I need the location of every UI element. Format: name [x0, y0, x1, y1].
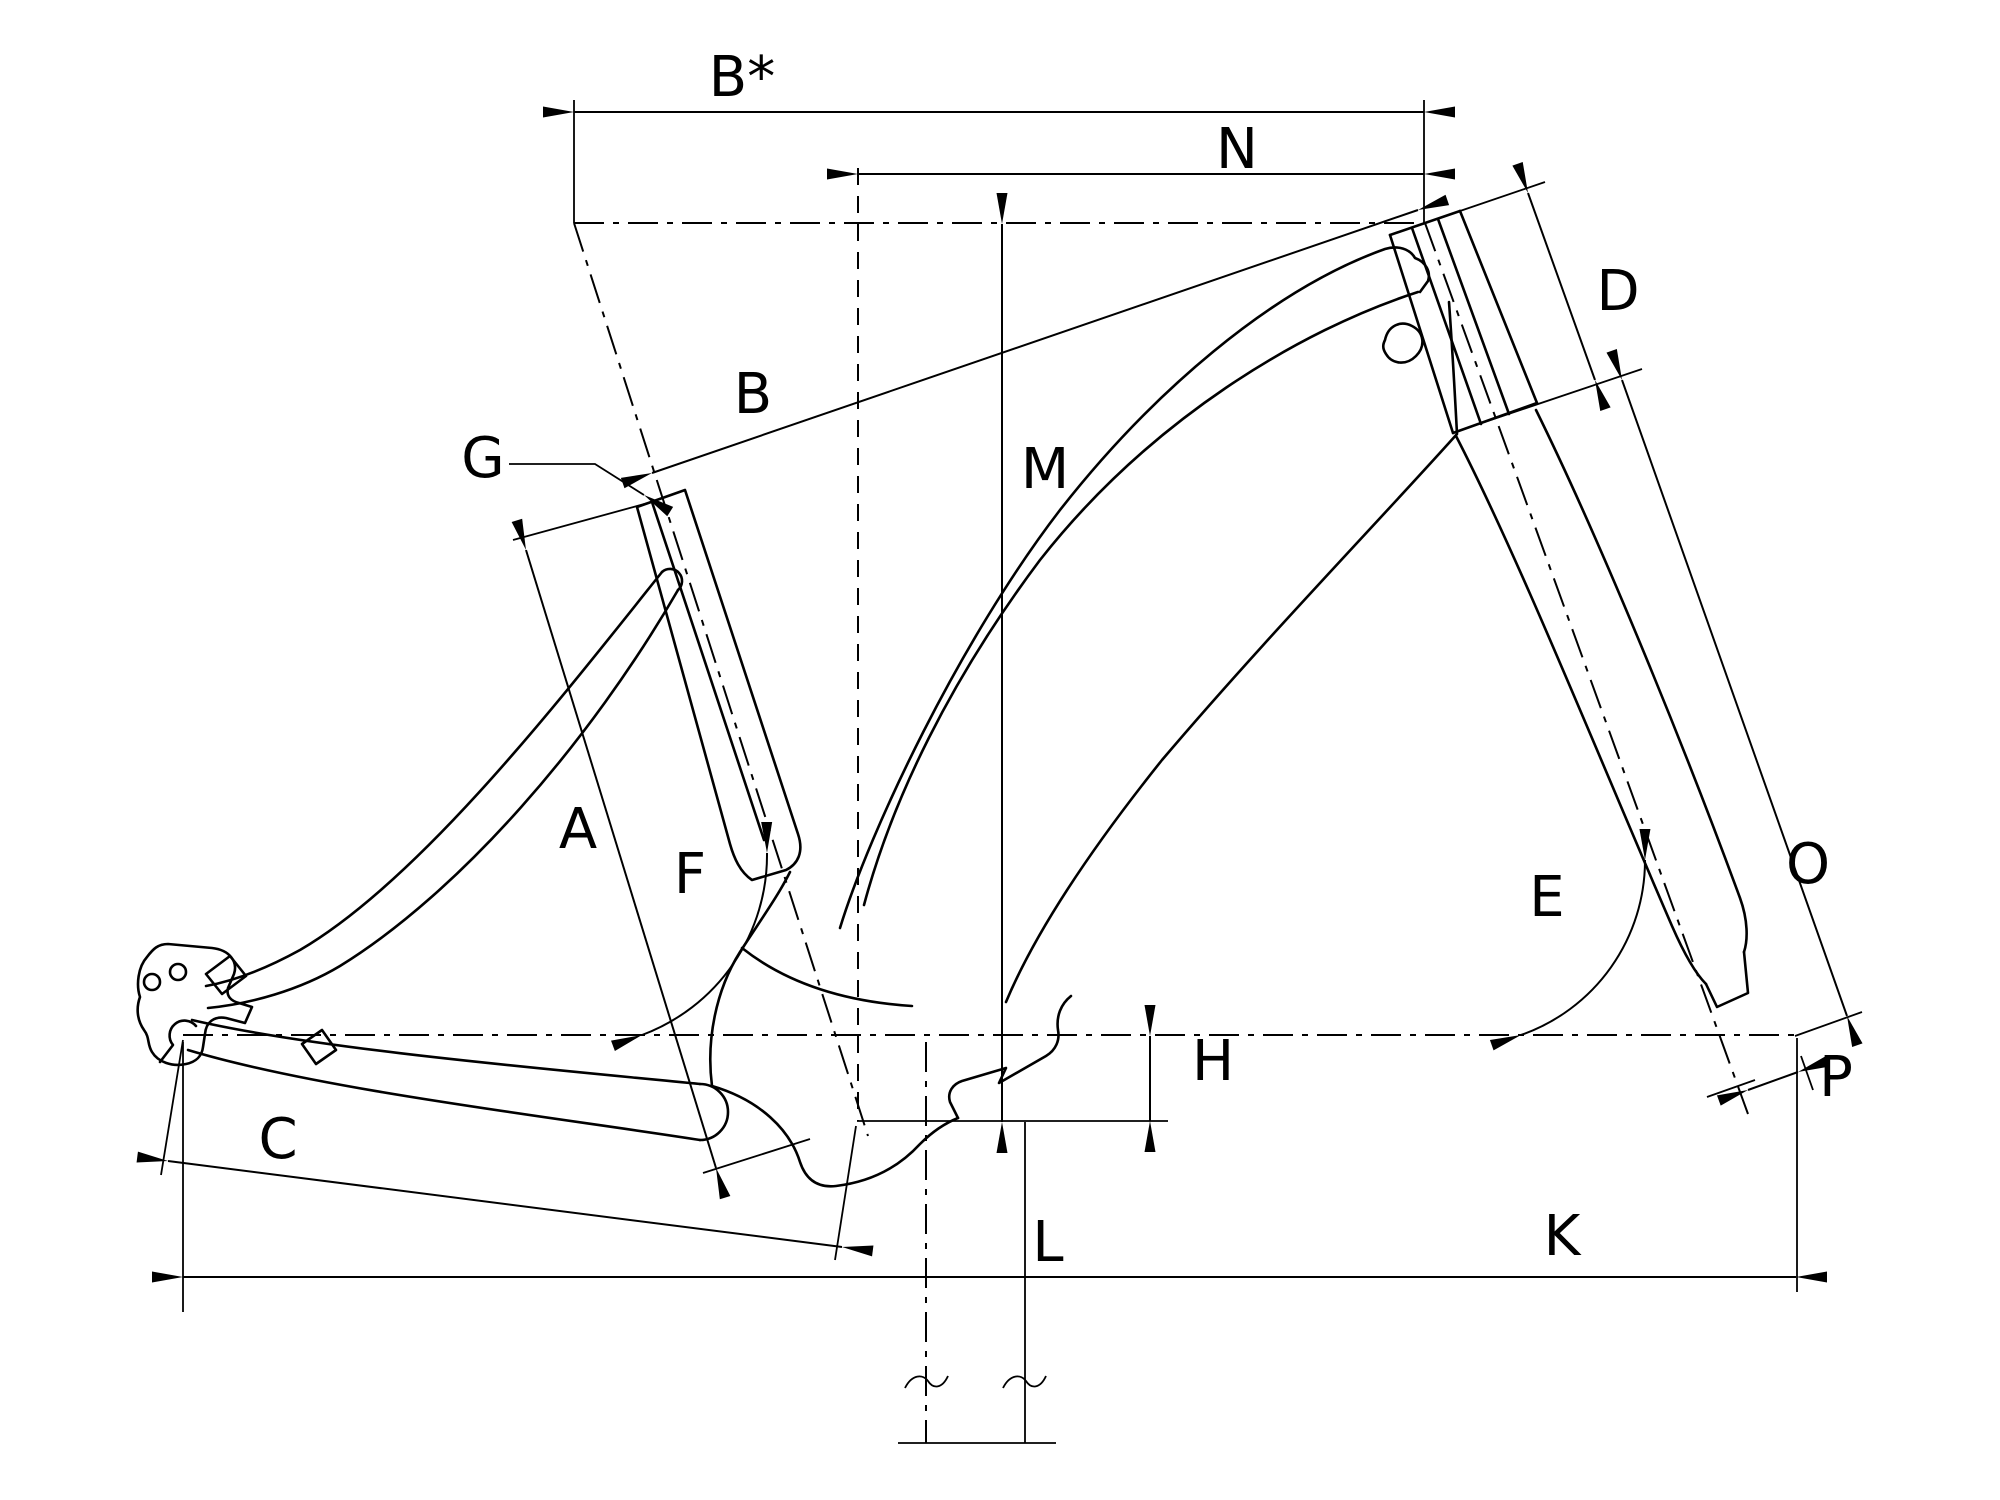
break-mark [1002, 1375, 1047, 1389]
p-axle-tick [1800, 1055, 1814, 1091]
dim-o [1606, 348, 1863, 1048]
ext-o-bottom [1794, 1011, 1863, 1037]
motor-housing-bottom [710, 1084, 960, 1188]
dim-d [1512, 161, 1611, 412]
motor-skid-plate [947, 994, 1073, 1120]
down-tube-seam-line [862, 290, 1420, 907]
seat-tube-axis [573, 222, 869, 1137]
dropout-hole-2 [168, 962, 188, 982]
ext-a-top [512, 502, 649, 541]
seat-tube [635, 488, 802, 882]
stay-mount-tab [204, 954, 248, 996]
ext-d-bottom [1454, 368, 1643, 433]
ext-c-left [160, 1039, 184, 1176]
label-b-star: B* [709, 45, 775, 110]
rear-dropout-plate [136, 942, 254, 1067]
ext-a-bottom [702, 1138, 811, 1174]
head-tube-inner-line-1 [1410, 226, 1483, 426]
label-e: E [1529, 865, 1564, 930]
label-m: M [1021, 437, 1069, 502]
label-h: H [1192, 1029, 1234, 1094]
label-p: P [1819, 1045, 1853, 1110]
dimension-labels: B* N B G A F M D E O H P C L K [258, 45, 1852, 1275]
chain-stay-upper-edge [190, 1018, 702, 1086]
rear-axle-slot [158, 1019, 198, 1064]
p-axis-tick [1706, 1079, 1756, 1098]
label-k: K [1544, 1204, 1582, 1269]
ext-c-right [834, 1125, 857, 1261]
label-b: B [734, 362, 772, 427]
g-leader-line [509, 463, 674, 517]
down-tube-upper-edge [838, 246, 1431, 930]
label-c: C [258, 1107, 297, 1172]
dim-f-seat-angle-arc [611, 821, 773, 1051]
head-tube-inner-line-2 [1436, 217, 1511, 416]
cable-port [1381, 322, 1424, 364]
dim-b [620, 194, 1450, 489]
down-tube-lower-edge [1004, 300, 1459, 1004]
steering-axis [1424, 222, 1749, 1115]
label-l: L [1032, 1210, 1063, 1275]
label-g: G [461, 426, 504, 491]
seat-stay-lower-edge [206, 588, 680, 1010]
label-d: D [1596, 259, 1639, 324]
label-f: F [674, 842, 706, 907]
break-mark [904, 1375, 949, 1389]
seat-stay-upper-edge [204, 570, 664, 988]
dim-p [1716, 1056, 1830, 1106]
dim-e-head-angle-arc [1489, 828, 1651, 1051]
dim-c [136, 1151, 874, 1257]
seat-tube-inner-line [650, 500, 766, 842]
label-o: O [1786, 832, 1830, 897]
head-tube-front-edge [1458, 209, 1539, 405]
label-n: N [1216, 117, 1258, 182]
dropout-hole-1 [142, 972, 162, 992]
bicycle-frame [136, 209, 1750, 1188]
chainstay-mount-tab [300, 1028, 338, 1066]
fork-dropout-tip [1704, 950, 1750, 1009]
head-tube-rear-edge [1388, 233, 1455, 435]
motor-shell-seam [740, 946, 914, 1008]
dimension-lines [136, 106, 1863, 1283]
label-a: A [559, 797, 597, 862]
